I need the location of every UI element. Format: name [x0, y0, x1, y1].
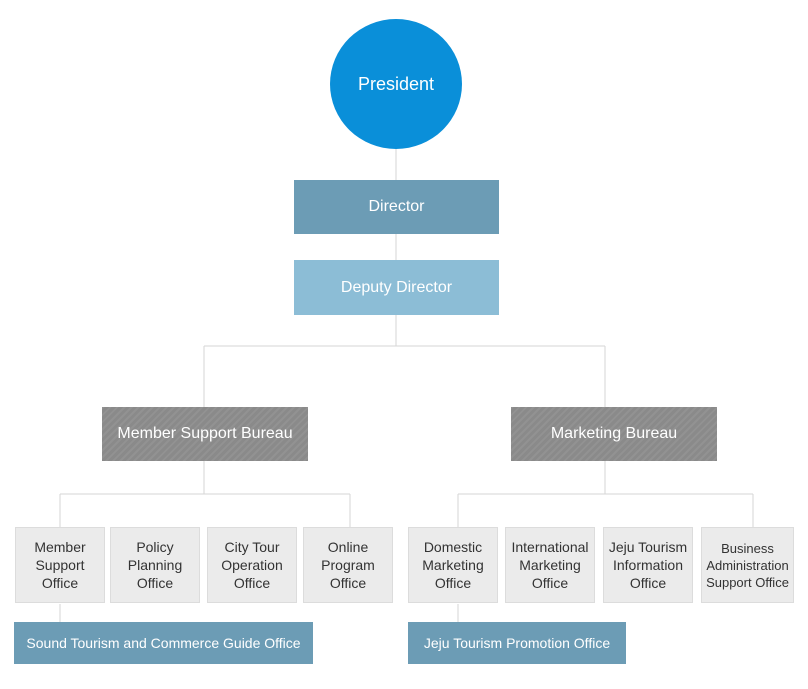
member-support-office-node: Member Support Office [15, 527, 105, 603]
office-label: Online Program Office [321, 539, 375, 591]
president-node: President [330, 19, 462, 149]
marketing-bureau-label: Marketing Bureau [550, 425, 678, 442]
domestic-marketing-office-node: Domestic Marketing Office [408, 527, 498, 603]
office-label: City Tour Operation Office [221, 539, 283, 591]
deputy-director-label: Deputy Director [340, 278, 453, 296]
member-support-bureau-label: Member Support Bureau [117, 425, 293, 442]
jeju-tourism-information-office-node: Jeju Tourism Information Office [603, 527, 693, 603]
member-support-bureau-node: Member Support Bureau [102, 407, 308, 461]
marketing-bureau-node: Marketing Bureau [511, 407, 717, 461]
office-label: Business Administration Support Office [706, 540, 789, 590]
policy-planning-office-node: Policy Planning Office [110, 527, 200, 603]
international-marketing-office-node: International Marketing Office [505, 527, 595, 603]
office-label: International Marketing Office [511, 539, 589, 591]
director-node: Director [294, 180, 499, 234]
director-label: Director [368, 198, 425, 215]
sub-office-label: Sound Tourism and Commerce Guide Office [26, 635, 301, 651]
office-label: Policy Planning Office [127, 539, 183, 591]
sound-tourism-guide-office-node: Sound Tourism and Commerce Guide Office [14, 622, 313, 664]
office-label: Jeju Tourism Information Office [608, 539, 688, 591]
business-administration-support-office-node: Business Administration Support Office [701, 527, 794, 603]
city-tour-operation-office-node: City Tour Operation Office [207, 527, 297, 603]
online-program-office-node: Online Program Office [303, 527, 393, 603]
office-label: Member Support Office [34, 539, 86, 591]
president-label: President [357, 73, 435, 94]
deputy-director-node: Deputy Director [294, 260, 499, 315]
sub-office-label: Jeju Tourism Promotion Office [423, 635, 611, 651]
jeju-tourism-promotion-office-node: Jeju Tourism Promotion Office [408, 622, 626, 664]
office-label: Domestic Marketing Office [422, 539, 484, 591]
